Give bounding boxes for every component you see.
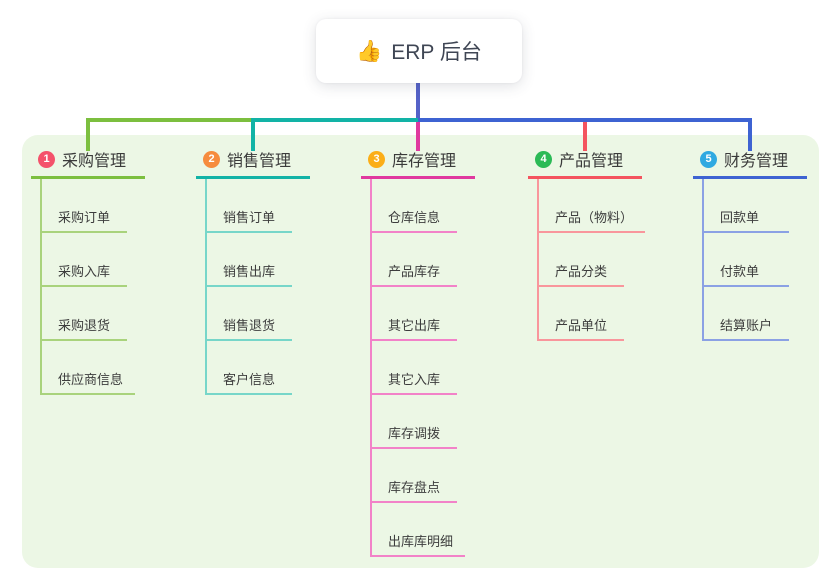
topic-node-inventory[interactable]: 3 库存管理 (361, 148, 475, 170)
numbered-badge-icon: 1 (38, 150, 55, 168)
child-node[interactable]: 供应商信息 (42, 341, 136, 395)
child-node[interactable]: 库存调拨 (372, 395, 457, 449)
child-node[interactable]: 仓库信息 (372, 179, 457, 233)
branch-sales-management: 2 销售管理 销售订单 销售出库 销售退货 客户信息 (196, 148, 310, 395)
mindmap-panel (22, 135, 819, 568)
branch-2-horizontal-connector (251, 118, 420, 122)
branch-3-drop-connector (416, 122, 420, 151)
children-group: 销售订单 销售出库 销售退货 客户信息 (205, 179, 310, 395)
topic-label: 财务管理 (724, 153, 789, 170)
topic-label: 销售管理 (227, 153, 292, 170)
branch-finance-management: 5 财务管理 回款单 付款单 结算账户 (693, 148, 807, 341)
child-node[interactable]: 产品单位 (539, 287, 624, 341)
child-node[interactable]: 结算账户 (704, 287, 789, 341)
child-node[interactable]: 产品库存 (372, 233, 457, 287)
branch-4-drop-connector (583, 122, 587, 151)
branch-1-drop-connector (86, 118, 90, 151)
topic-label: 产品管理 (559, 153, 624, 170)
topic-underline (361, 176, 475, 179)
numbered-badge-icon: 4 (535, 150, 552, 168)
topic-underline (196, 176, 310, 179)
branch-inventory-management: 3 库存管理 仓库信息 产品库存 其它出库 其它入库 库存调拨 库存盘点 出库库… (361, 148, 475, 557)
child-node[interactable]: 出库库明细 (372, 503, 466, 557)
branch-product-management: 4 产品管理 产品（物料） 产品分类 产品单位 (528, 148, 646, 341)
child-node[interactable]: 客户信息 (207, 341, 292, 395)
child-node[interactable]: 产品（物料） (539, 179, 646, 233)
numbered-badge-icon: 2 (203, 150, 220, 168)
child-node[interactable]: 采购订单 (42, 179, 127, 233)
topic-node-purchase[interactable]: 1 采购管理 (31, 148, 145, 170)
children-group: 仓库信息 产品库存 其它出库 其它入库 库存调拨 库存盘点 出库库明细 (370, 179, 475, 557)
branch-5-horizontal-connector (418, 118, 752, 122)
topic-label: 库存管理 (392, 153, 457, 170)
child-node[interactable]: 回款单 (704, 179, 789, 233)
children-group: 产品（物料） 产品分类 产品单位 (537, 179, 646, 341)
root-stem-connector (416, 83, 420, 120)
branch-5-drop-connector (748, 118, 752, 151)
topic-underline (693, 176, 807, 179)
child-node[interactable]: 其它出库 (372, 287, 457, 341)
child-node[interactable]: 销售出库 (207, 233, 292, 287)
branch-purchase-management: 1 采购管理 采购订单 采购入库 采购退货 供应商信息 (31, 148, 145, 395)
child-node[interactable]: 销售退货 (207, 287, 292, 341)
child-node[interactable]: 付款单 (704, 233, 789, 287)
child-node[interactable]: 产品分类 (539, 233, 624, 287)
root-node[interactable]: 👍 ERP 后台 (316, 19, 522, 83)
topic-label: 采购管理 (62, 153, 127, 170)
topic-node-product[interactable]: 4 产品管理 (528, 148, 642, 170)
child-node[interactable]: 库存盘点 (372, 449, 457, 503)
child-node[interactable]: 其它入库 (372, 341, 457, 395)
child-node[interactable]: 采购退货 (42, 287, 127, 341)
numbered-badge-icon: 3 (368, 150, 385, 168)
children-group: 采购订单 采购入库 采购退货 供应商信息 (40, 179, 145, 395)
topic-underline (528, 176, 642, 179)
root-node-label: ERP 后台 (391, 41, 482, 64)
topic-node-sales[interactable]: 2 销售管理 (196, 148, 310, 170)
branch-2-drop-connector (251, 118, 255, 151)
thumbs-up-icon: 👍 (356, 38, 383, 63)
child-node[interactable]: 采购入库 (42, 233, 127, 287)
topic-node-finance[interactable]: 5 财务管理 (693, 148, 807, 170)
child-node[interactable]: 销售订单 (207, 179, 292, 233)
topic-underline (31, 176, 145, 179)
numbered-badge-icon: 5 (700, 150, 717, 168)
children-group: 回款单 付款单 结算账户 (702, 179, 807, 341)
